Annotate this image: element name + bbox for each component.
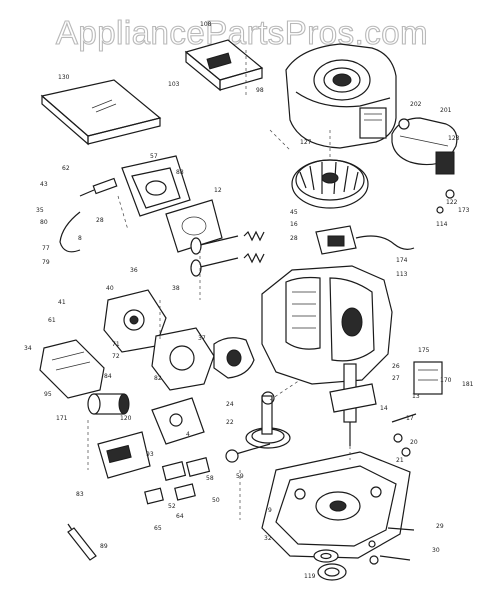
label-173: 173 bbox=[458, 207, 470, 214]
spark-plug[interactable] bbox=[79, 177, 118, 197]
label-79: 79 bbox=[42, 259, 50, 266]
label-14: 14 bbox=[380, 405, 388, 412]
ignition-armature[interactable] bbox=[315, 225, 415, 255]
label-28: 28 bbox=[96, 217, 104, 224]
fuel-filter[interactable] bbox=[87, 393, 130, 415]
flywheel[interactable] bbox=[291, 130, 369, 209]
valves[interactable] bbox=[190, 230, 265, 277]
engine-blower-housing[interactable] bbox=[285, 43, 397, 149]
brake-assembly[interactable] bbox=[97, 397, 205, 479]
part-number-labels: 108 130 103 98 202 201 123 127 173 114 1… bbox=[24, 21, 474, 580]
label-50: 50 bbox=[212, 497, 220, 504]
label-65: 65 bbox=[154, 525, 162, 532]
label-123: 123 bbox=[448, 135, 460, 142]
manual-book[interactable] bbox=[40, 79, 162, 146]
label-108: 108 bbox=[200, 21, 212, 28]
label-9: 9 bbox=[268, 507, 272, 514]
blower-housing-cover[interactable] bbox=[184, 39, 264, 96]
label-61: 61 bbox=[48, 317, 56, 324]
crankshaft[interactable] bbox=[329, 363, 377, 446]
label-77: 77 bbox=[42, 245, 50, 252]
label-98: 98 bbox=[256, 87, 264, 94]
label-30: 30 bbox=[432, 547, 440, 554]
label-119: 119 bbox=[304, 573, 316, 580]
label-27: 27 bbox=[392, 375, 400, 382]
control-plates[interactable] bbox=[144, 457, 211, 505]
label-28b: 28 bbox=[290, 235, 298, 242]
label-45: 45 bbox=[290, 209, 298, 216]
label-113: 113 bbox=[396, 271, 408, 278]
fuel-line[interactable] bbox=[59, 211, 97, 561]
label-17: 17 bbox=[406, 415, 414, 422]
watermark-text: AppliancePartsPros.com bbox=[55, 13, 429, 51]
label-89: 89 bbox=[100, 543, 108, 550]
label-122: 122 bbox=[446, 199, 458, 206]
label-120: 120 bbox=[120, 415, 132, 422]
oil-seal-rings[interactable] bbox=[313, 540, 379, 581]
label-71: 71 bbox=[112, 341, 120, 348]
label-114: 114 bbox=[436, 221, 448, 228]
label-175: 175 bbox=[418, 347, 430, 354]
label-8: 8 bbox=[78, 235, 82, 242]
label-52: 52 bbox=[168, 503, 176, 510]
label-174: 174 bbox=[396, 257, 408, 264]
label-36: 36 bbox=[130, 267, 138, 274]
label-24: 24 bbox=[226, 401, 234, 408]
label-127: 127 bbox=[300, 139, 312, 146]
label-40: 40 bbox=[106, 285, 114, 292]
label-83: 83 bbox=[76, 491, 84, 498]
head-gasket[interactable] bbox=[165, 199, 223, 253]
label-13: 13 bbox=[412, 393, 420, 400]
label-22: 22 bbox=[226, 419, 234, 426]
label-88: 88 bbox=[176, 169, 184, 176]
muffler[interactable] bbox=[391, 117, 458, 214]
label-26: 26 bbox=[392, 363, 400, 370]
engine-base-sump[interactable] bbox=[261, 451, 411, 559]
carburetor[interactable] bbox=[103, 289, 215, 391]
label-38: 38 bbox=[172, 285, 180, 292]
connecting-rod[interactable] bbox=[225, 443, 271, 463]
label-80: 80 bbox=[40, 219, 48, 226]
label-95: 95 bbox=[44, 391, 52, 398]
leader-lines bbox=[87, 129, 351, 520]
label-84: 84 bbox=[104, 373, 112, 380]
label-181: 181 bbox=[462, 381, 474, 388]
label-82: 82 bbox=[154, 375, 162, 382]
label-170: 170 bbox=[440, 377, 452, 384]
label-29: 29 bbox=[436, 523, 444, 530]
mounting-bracket[interactable] bbox=[413, 361, 443, 395]
label-35: 35 bbox=[36, 207, 44, 214]
label-58: 58 bbox=[206, 475, 214, 482]
cylinder-block[interactable] bbox=[261, 265, 393, 385]
label-57: 57 bbox=[150, 153, 158, 160]
label-130: 130 bbox=[58, 74, 70, 81]
label-64: 64 bbox=[176, 513, 184, 520]
label-4: 4 bbox=[186, 431, 190, 438]
label-37: 37 bbox=[198, 335, 206, 342]
label-16: 16 bbox=[290, 221, 298, 228]
label-21: 21 bbox=[396, 457, 404, 464]
label-201: 201 bbox=[440, 107, 452, 114]
air-cleaner-housing[interactable] bbox=[39, 339, 105, 399]
label-171: 171 bbox=[56, 415, 68, 422]
camshaft-gear[interactable] bbox=[245, 391, 291, 449]
label-93: 93 bbox=[146, 451, 154, 458]
governor-assembly[interactable] bbox=[213, 337, 255, 379]
label-59: 59 bbox=[236, 473, 244, 480]
fasteners[interactable] bbox=[379, 413, 417, 561]
label-34: 34 bbox=[24, 345, 32, 352]
label-41: 41 bbox=[58, 299, 66, 306]
label-62: 62 bbox=[62, 165, 70, 172]
label-202: 202 bbox=[410, 101, 422, 108]
label-12: 12 bbox=[214, 187, 222, 194]
label-72: 72 bbox=[112, 353, 120, 360]
label-32: 32 bbox=[264, 535, 272, 542]
label-103: 103 bbox=[168, 81, 180, 88]
watermark-banner: AppliancePartsPros.com bbox=[0, 0, 484, 70]
label-20: 20 bbox=[410, 439, 418, 446]
label-43: 43 bbox=[40, 181, 48, 188]
cylinder-head[interactable] bbox=[121, 155, 191, 217]
